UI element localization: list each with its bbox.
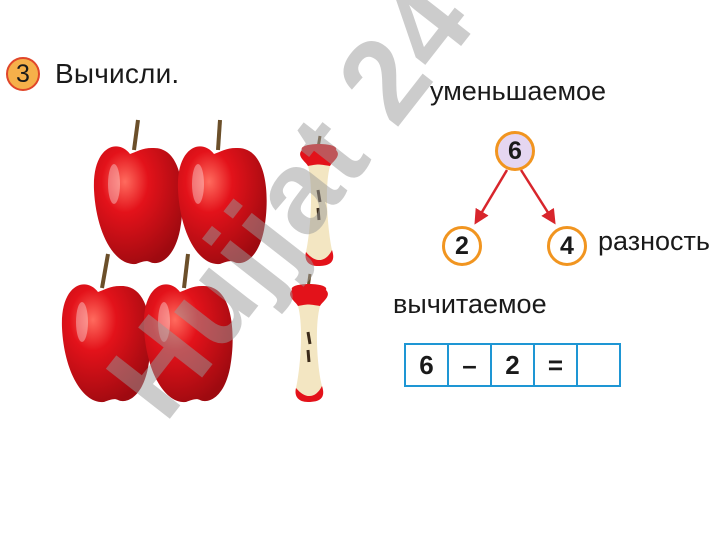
equation-cell: – xyxy=(449,345,492,385)
apple-core-icon xyxy=(300,135,338,266)
minuend-label: уменьшаемое xyxy=(430,76,607,106)
equation-cell: 6 xyxy=(406,345,449,385)
minuend-value: 6 xyxy=(508,136,522,165)
answer-cell[interactable] xyxy=(578,345,619,385)
arrow-to-difference xyxy=(519,169,556,225)
minuend-node: 6 xyxy=(495,131,535,171)
apple-icon xyxy=(177,119,267,265)
task-number: 3 xyxy=(16,59,30,88)
apple-icon xyxy=(61,253,151,403)
apple-icon xyxy=(143,253,233,403)
subtrahend-value: 2 xyxy=(455,231,469,260)
apple-icon xyxy=(93,119,183,265)
difference-label: разность xyxy=(598,226,710,256)
apple-core-icon xyxy=(290,273,328,402)
subtrahend-node: 2 xyxy=(442,226,482,266)
subtrahend-label: вычитаемое xyxy=(393,289,547,319)
difference-node: 4 xyxy=(547,226,587,266)
fruit-illustration xyxy=(61,119,338,403)
difference-value: 4 xyxy=(560,231,574,260)
task-number-badge: 3 xyxy=(6,57,40,91)
arrow-to-subtrahend xyxy=(474,169,509,225)
equation-cell: 2 xyxy=(492,345,535,385)
task-title: Вычисли. xyxy=(55,58,180,89)
equation-box: 6 – 2 = xyxy=(404,343,621,387)
equation-cell: = xyxy=(535,345,578,385)
